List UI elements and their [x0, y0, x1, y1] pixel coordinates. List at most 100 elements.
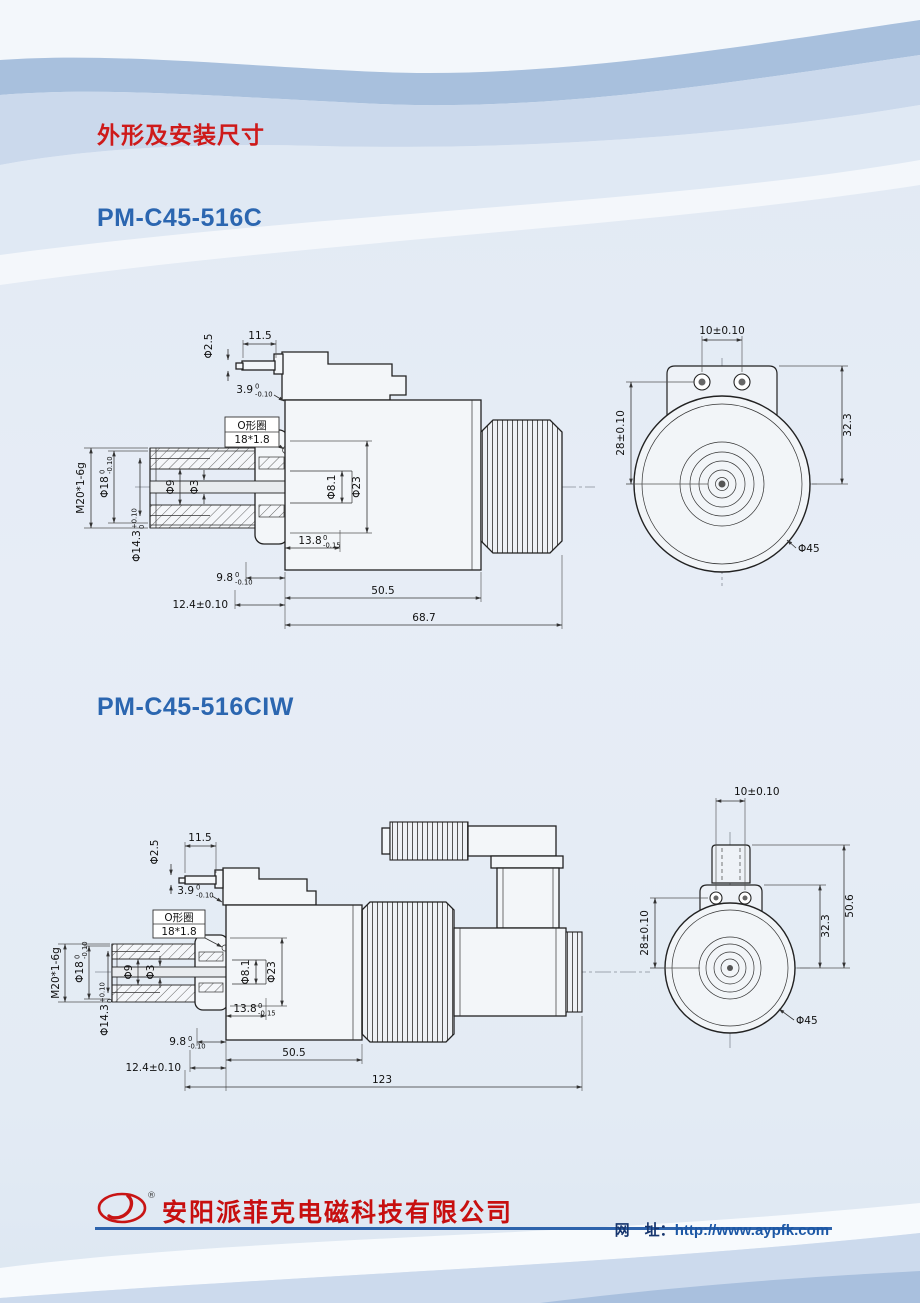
dim-pin-dia: Φ2.5 — [203, 334, 230, 381]
o-ring-label-line1: O形圈 — [237, 420, 266, 432]
dim-phi45-text: Φ45 — [796, 1015, 818, 1027]
dim-phi143-value: Φ14.3 — [131, 530, 143, 562]
dim-pin-length-text: 11.5 — [248, 330, 271, 342]
dim-phi18: Φ18 0 -0.10 — [74, 941, 110, 1000]
dim-phi143-value: Φ14.3 — [99, 1004, 111, 1036]
registered-mark: ® — [147, 1191, 156, 1201]
dim-phi81-text: Φ8.1 — [240, 960, 252, 985]
terminal-housing — [281, 351, 407, 401]
dim-506: 50.6 — [752, 844, 856, 969]
footer-divider — [95, 1227, 832, 1230]
dim-phi45-text: Φ45 — [798, 543, 820, 555]
dim-total: 123 — [184, 1016, 583, 1091]
dim-505: 50.5 — [284, 572, 482, 602]
dim-phi18-tol-hi: 0 — [74, 955, 82, 959]
company-logo: ® — [97, 1191, 156, 1224]
terminal-housing — [222, 867, 317, 906]
dim-323: 32.3 — [779, 365, 854, 485]
dim-505-text: 50.5 — [371, 585, 394, 597]
dim-98: 9.8 0 -0.10 — [216, 562, 286, 629]
dim-98: 9.8 0 -0.10 — [169, 1028, 227, 1091]
dim-phi23-text: Φ23 — [351, 476, 363, 498]
mounting-holes — [709, 891, 752, 905]
dim-phi9: Φ9 — [123, 958, 140, 986]
dim-hole-pitch-text: 10±0.10 — [699, 325, 745, 337]
dim-phi143: Φ14.3 +0.10 0 — [131, 457, 146, 562]
dim-phi143-tol-lo: 0 — [138, 525, 146, 529]
dim-phi23: Φ23 — [290, 440, 372, 534]
model-title-516c: PM-C45-516C — [97, 204, 263, 232]
valve-body — [453, 927, 583, 1017]
dim-total: 68.7 — [284, 555, 563, 629]
dim-phi143: Φ14.3 +0.10 0 — [99, 950, 114, 1036]
dim-98-value: 9.8 — [169, 1036, 186, 1048]
model-title-516ciw: PM-C45-516CIW — [97, 693, 294, 721]
dim-138-tol-hi: 0 — [258, 1002, 262, 1010]
dim-thread-text: M20*1-6g — [75, 462, 87, 514]
dim-phi81: Φ8.1 — [240, 960, 258, 985]
o-ring-callout: O形圈 18*1.8 — [224, 416, 285, 450]
drawing-pm-c45-516c: Φ2.5 11.5 3.9 0 -0.10 O形圈 18*1.8 — [75, 325, 854, 629]
dim-phi18: Φ18 0 -0.10 — [99, 450, 148, 524]
dim-phi143-tol-hi: +0.10 — [99, 982, 107, 1003]
dim-138: 13.8 0 -0.15 — [225, 998, 276, 1020]
dim-124-text: 12.4±0.10 — [172, 599, 228, 611]
o-ring-label-line1: O形圈 — [164, 912, 193, 924]
dim-138-value: 13.8 — [298, 535, 321, 547]
dim-thread: M20*1-6g — [50, 943, 110, 1003]
manual-pin — [235, 353, 284, 375]
dim-total-text: 68.7 — [412, 612, 435, 624]
drawing-pm-c45-516ciw: Φ2.5 11.5 3.9 0 -0.10 O形圈 18*1.8 — [50, 786, 856, 1091]
dim-98-tol-hi: 0 — [188, 1035, 192, 1043]
manual-pin — [178, 869, 224, 889]
website-url: http://www.aypfk.com — [674, 1222, 830, 1239]
top-wave-decoration — [0, 0, 920, 285]
dim-phi3-text: Φ3 — [189, 480, 201, 495]
front-view-516c: 10±0.10 28±0.10 32.3 Φ45 — [615, 325, 854, 586]
logo-j-mark — [107, 1194, 134, 1220]
dim-pin-dia-text: Φ2.5 — [149, 840, 161, 865]
dim-138-tol-lo: -0.15 — [323, 542, 341, 550]
dim-323-text: 32.3 — [842, 413, 854, 436]
dim-124: 12.4±0.10 — [125, 1050, 227, 1074]
dim-thread: M20*1-6g — [75, 447, 148, 529]
dim-98-tol-lo: -0.10 — [235, 579, 253, 587]
dim-phi81-text: Φ8.1 — [326, 475, 338, 500]
dim-138-tol-lo: -0.15 — [258, 1010, 276, 1018]
knurled-nut — [480, 419, 563, 554]
dim-98-value: 9.8 — [216, 572, 233, 584]
dim-total-text: 123 — [372, 1074, 392, 1086]
dim-step-tol-lo: -0.10 — [255, 391, 273, 399]
dim-step: 3.9 0 -0.10 — [177, 884, 223, 903]
dim-phi9-text: Φ9 — [123, 965, 135, 980]
dim-step-value: 3.9 — [177, 885, 194, 897]
dim-hole-pitch-text: 10±0.10 — [734, 786, 780, 798]
company-name: 安阳派菲克电磁科技有限公司 — [162, 1199, 514, 1227]
connector-plug — [490, 855, 564, 929]
dim-pin-length: 11.5 — [184, 832, 217, 873]
dim-phi9-text: Φ9 — [165, 480, 177, 495]
dim-28: 28±0.10 — [615, 381, 708, 485]
coil-body — [284, 399, 482, 571]
logo-ellipse — [97, 1192, 147, 1224]
dim-124: 12.4±0.10 — [172, 590, 286, 611]
dim-phi3: Φ3 — [145, 956, 162, 988]
o-ring-label-line2: 18*1.8 — [161, 926, 196, 938]
dim-pin-dia-text: Φ2.5 — [203, 334, 215, 359]
dim-phi3: Φ3 — [189, 470, 206, 504]
dim-323-text: 32.3 — [820, 914, 832, 937]
flange-section-hatch — [198, 951, 224, 993]
dim-step-tol-hi: 0 — [255, 383, 259, 391]
dim-phi18-tol-lo: -0.10 — [106, 456, 114, 474]
dim-506-text: 50.6 — [844, 894, 856, 918]
dim-hole-pitch: 10±0.10 — [715, 786, 780, 890]
dim-pin-length: 11.5 — [242, 330, 277, 358]
dim-phi23: Φ23 — [230, 937, 287, 1007]
side-view-516c: Φ2.5 11.5 3.9 0 -0.10 O形圈 18*1.8 — [75, 330, 595, 629]
dim-phi18-tol-hi: 0 — [99, 470, 107, 474]
cable-gland — [381, 821, 557, 861]
dim-pin-dia: Φ2.5 — [149, 840, 173, 894]
page-title: 外形及安装尺寸 — [97, 122, 265, 148]
dim-98-tol-hi: 0 — [235, 571, 239, 579]
dim-phi3-text: Φ3 — [145, 965, 157, 980]
